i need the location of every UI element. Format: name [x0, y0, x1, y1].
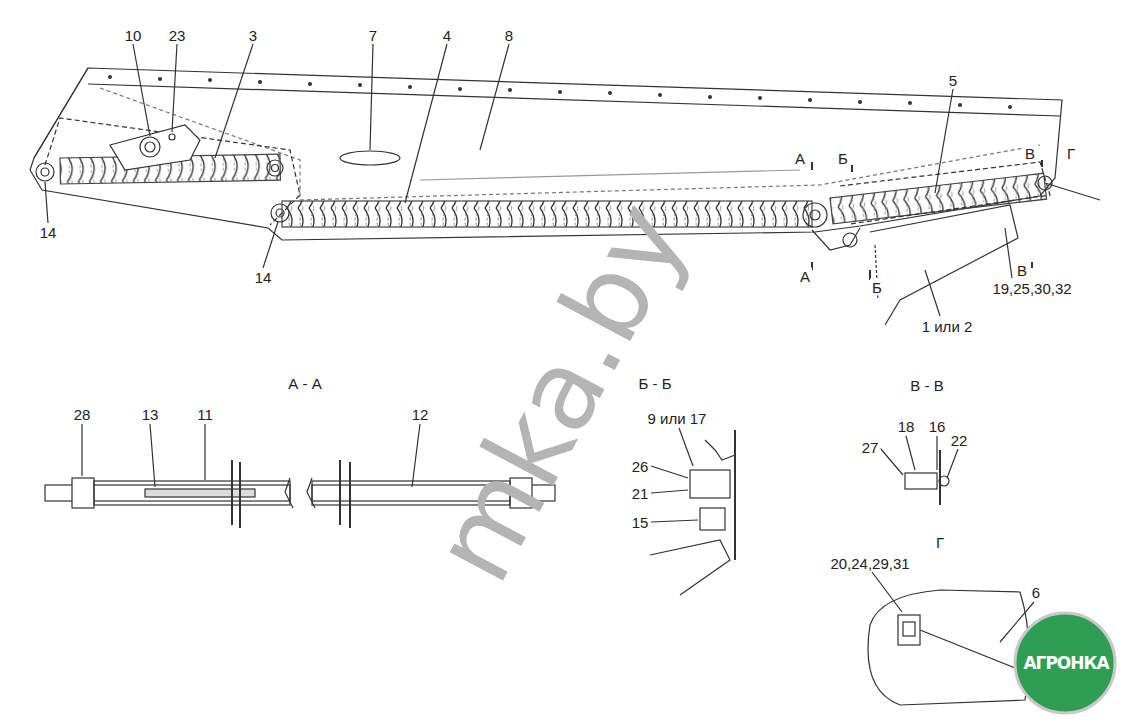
section-mark: А [793, 150, 807, 167]
section-title: Г [934, 534, 946, 551]
section-title: В - В [908, 377, 945, 394]
section-mark: Б [870, 279, 884, 296]
callout-number: 12 [410, 406, 431, 423]
callout-number: 4 [441, 27, 453, 44]
callout-number: 8 [503, 27, 515, 44]
section-title: Б - Б [636, 375, 673, 392]
callout-number: 23 [167, 27, 188, 44]
callout-number: 21 [630, 485, 651, 502]
callout-number: 5 [947, 72, 959, 89]
callout-number: 28 [72, 406, 93, 423]
section-mark: Г [1065, 145, 1077, 162]
callout-number: 10 [123, 27, 144, 44]
callout-number: 3 [247, 27, 259, 44]
callout-number: 22 [949, 432, 970, 449]
logo-text: АГРОНКА [1021, 654, 1110, 673]
callout-number: 20,24,29,31 [828, 555, 911, 572]
callout-number: 26 [630, 458, 651, 475]
section-title: А - А [286, 375, 323, 392]
callout-number: 18 [896, 418, 917, 435]
callout-number: 15 [630, 514, 651, 531]
section-mark: В [1023, 145, 1037, 162]
callout-number: 9 или 17 [646, 410, 709, 427]
callout-number: 19,25,30,32 [990, 280, 1073, 297]
callout-number: 14 [38, 224, 59, 241]
section-mark: В [1015, 262, 1029, 279]
callout-number: 11 [195, 406, 215, 423]
callout-number: 16 [927, 418, 948, 435]
section-mark: А [798, 268, 812, 285]
callout-number: 27 [860, 439, 881, 456]
watermark: mka.by [414, 185, 705, 600]
callout-number: 14 [253, 269, 274, 286]
callout-number: 1 или 2 [920, 318, 975, 335]
callout-number: 6 [1030, 584, 1042, 601]
callout-number: 13 [140, 406, 161, 423]
callout-number: 7 [367, 27, 379, 44]
section-mark: Б [836, 150, 850, 167]
